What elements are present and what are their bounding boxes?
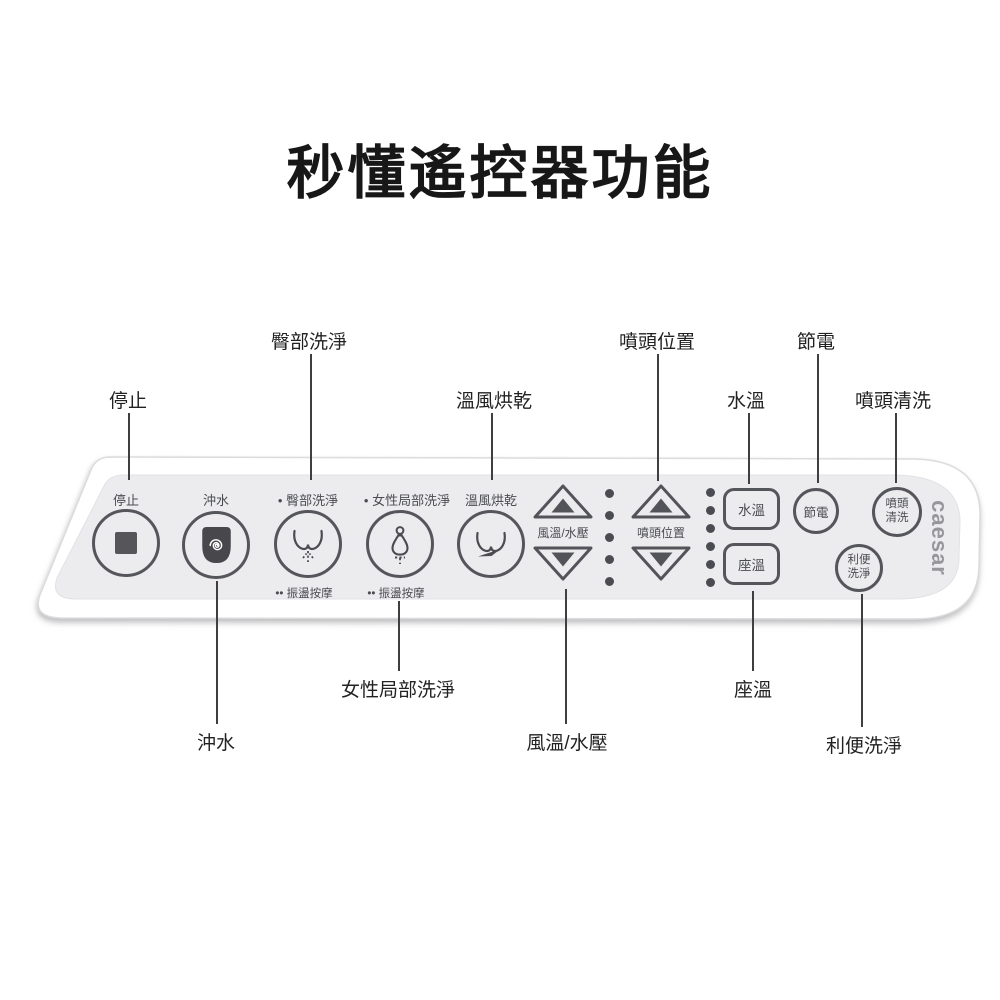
callout-line-water-temp (748, 413, 750, 484)
dot-icon (604, 511, 614, 520)
dot-icon (604, 489, 614, 498)
dot-icon (705, 488, 715, 497)
triangle-up-icon (533, 484, 593, 519)
callout-line-warm-air-dry (491, 413, 493, 480)
dot-icon (604, 555, 614, 564)
stop-square-icon (115, 532, 137, 554)
callout-line-air-water (565, 589, 567, 724)
nozzle-clean-button[interactable]: 噴頭 清洗 (872, 487, 922, 537)
seat-temp-button[interactable]: 座溫 (723, 543, 780, 585)
callout-water-temp: 水溫 (726, 391, 766, 412)
eco-button[interactable]: 節電 (793, 488, 839, 534)
dot-icon (705, 524, 715, 533)
rear-wash-icon (293, 529, 323, 562)
callout-feminine-wash: 女性局部洗淨 (340, 680, 456, 701)
water-temp-button[interactable]: 水溫 (723, 488, 780, 530)
callout-air-water: 風溫/水壓 (526, 733, 608, 754)
nozzle-position-down-button[interactable] (629, 545, 693, 582)
convenience-line1: 利便 (847, 554, 871, 567)
panel-label-air-water: 風溫/水壓 (537, 526, 589, 540)
callout-line-feminine-wash (398, 601, 400, 671)
air-water-rocker: 風溫/水壓 (531, 483, 595, 582)
dot-icon (604, 533, 614, 542)
callout-line-nozzle-position (657, 354, 659, 481)
dot-icon (705, 506, 715, 515)
callout-seat-temp: 座溫 (733, 680, 773, 701)
callout-nozzle-clean: 噴頭清洗 (854, 391, 932, 412)
callout-rear-wash: 臀部洗淨 (270, 332, 348, 353)
callout-line-convenience (861, 594, 863, 727)
warm-air-dry-icon (476, 531, 506, 557)
panel-sub-massage-feminine: •• 振盪按摩 (367, 588, 425, 600)
triangle-up-icon (631, 484, 691, 519)
panel-sub-massage-rear: •• 振盪按摩 (275, 588, 333, 600)
callout-eco: 節電 (796, 332, 836, 353)
triangle-up-inner-icon (649, 498, 673, 513)
panel-label-flush: 沖水 (202, 493, 230, 508)
triangle-up-inner-icon (551, 498, 575, 513)
triangle-down-inner-icon (649, 552, 673, 567)
callout-convenience: 利便洗淨 (825, 736, 903, 757)
nozzle-clean-line2: 清洗 (885, 512, 909, 524)
nozzle-dots-right (705, 488, 715, 587)
callout-line-eco (817, 354, 819, 483)
triangle-down-inner-icon (551, 552, 575, 567)
feminine-wash-button[interactable] (366, 510, 434, 578)
eco-button-label: 節電 (803, 505, 829, 520)
callout-flush: 沖水 (196, 733, 236, 754)
water-temp-button-label: 水溫 (738, 503, 765, 518)
nozzle-clean-line1: 噴頭 (885, 498, 909, 511)
dot-icon (604, 577, 614, 586)
panel-label-rear-wash: • 臀部洗淨 (277, 493, 339, 508)
air-water-up-button[interactable] (531, 483, 595, 520)
triangle-down-icon (533, 546, 593, 581)
callout-line-flush (216, 581, 218, 724)
nozzle-clean-button-label: 噴頭 清洗 (886, 498, 909, 526)
callout-line-rear-wash (310, 354, 312, 480)
panel-label-warm-air-dry: 溫風烘乾 (464, 493, 518, 508)
panel-label-stop: 停止 (112, 493, 140, 508)
dot-icon (705, 542, 715, 551)
convenience-line2: 洗淨 (847, 568, 871, 580)
convenience-wash-button[interactable]: 利便 洗淨 (835, 544, 883, 592)
stop-button[interactable] (92, 509, 160, 577)
callout-line-nozzle-clean (895, 413, 897, 483)
page-title: 秒懂遙控器功能 (286, 141, 714, 206)
callout-nozzle-position: 噴頭位置 (618, 332, 696, 353)
rear-wash-button[interactable] (274, 510, 342, 578)
panel-label-nozzle-position: 噴頭位置 (636, 526, 685, 540)
air-water-down-button[interactable] (531, 545, 595, 582)
seat-temp-button-label: 座溫 (738, 558, 765, 573)
panel-label-feminine-wash: • 女性局部洗淨 (363, 493, 451, 508)
flush-spiral-icon (201, 526, 231, 564)
callout-warm-air-dry: 溫風烘乾 (455, 391, 533, 412)
dot-icon (705, 578, 715, 587)
callout-line-seat-temp (752, 591, 754, 671)
callout-line-stop (128, 413, 130, 480)
brand-logo: caesar (927, 500, 952, 576)
nozzle-position-up-button[interactable] (629, 483, 693, 520)
feminine-wash-icon (391, 526, 409, 564)
nozzle-dots-left (604, 489, 614, 586)
nozzle-position-rocker: 噴頭位置 (629, 483, 693, 582)
dot-icon (705, 560, 715, 569)
triangle-down-icon (631, 546, 691, 581)
warm-air-dry-button[interactable] (457, 510, 525, 578)
callout-stop: 停止 (108, 391, 148, 412)
flush-button[interactable] (182, 511, 250, 579)
convenience-wash-button-label: 利便 洗淨 (848, 554, 871, 582)
